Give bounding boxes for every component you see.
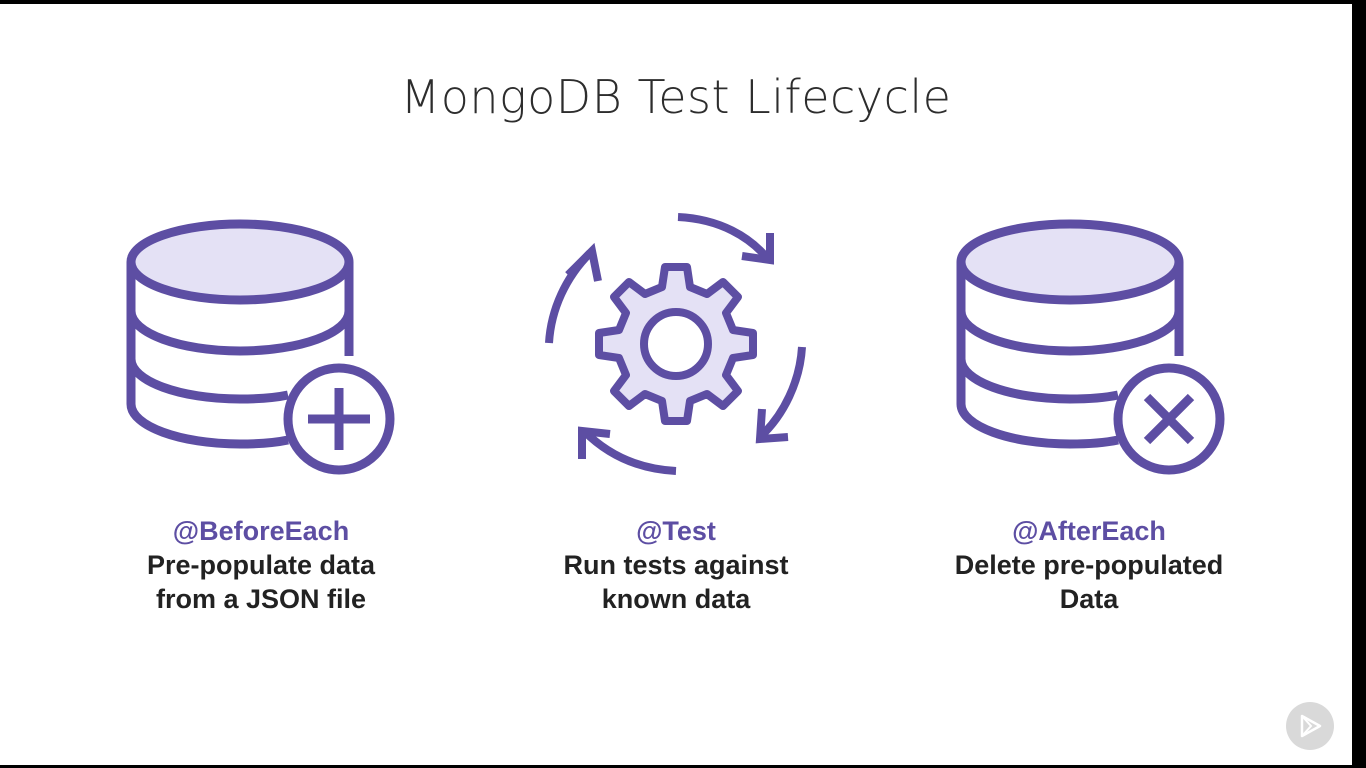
step-description-line: from a JSON file	[155, 584, 367, 614]
step-description-line: Run tests against	[563, 550, 789, 580]
step-description-line: known data	[601, 584, 751, 614]
step-after-each: @AfterEach Delete pre-populated Data	[909, 514, 1269, 616]
slide: MongoDB Test Lifecycle	[0, 4, 1352, 765]
annotation-label: @BeforeEach	[172, 516, 350, 546]
step-before-each: @BeforeEach Pre-populate data from a JSO…	[81, 514, 441, 616]
annotation-label: @AfterEach	[1012, 516, 1166, 546]
play-icon	[1300, 714, 1322, 738]
step-test: @Test Run tests against known data	[496, 514, 856, 616]
step-description-line: Data	[1059, 584, 1119, 614]
annotation-label: @Test	[636, 516, 716, 546]
step-description-line: Pre-populate data	[146, 550, 376, 580]
database-add-icon	[124, 214, 400, 476]
step-description-line: Delete pre-populated	[954, 550, 1224, 580]
gear-cycle-icon	[540, 209, 812, 481]
play-button[interactable]	[1286, 702, 1334, 750]
database-remove-icon	[954, 214, 1230, 476]
slide-title: MongoDB Test Lifecycle	[400, 70, 952, 124]
